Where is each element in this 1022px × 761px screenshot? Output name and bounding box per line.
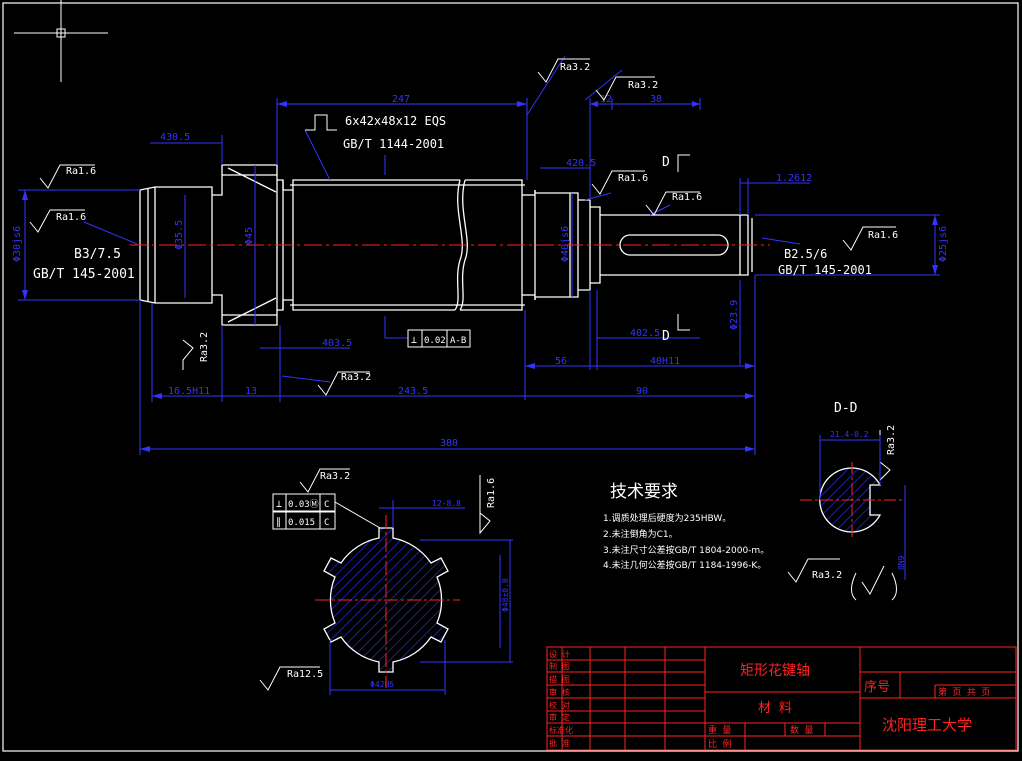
tech-item-2: 2.未注倒角为C1。 xyxy=(603,528,678,540)
tb-row-7: 批 准 xyxy=(549,738,570,748)
sec-tol-datum-1: C xyxy=(324,500,329,510)
section-mark-bottom: D xyxy=(662,329,670,344)
roughness-symbols xyxy=(29,58,896,691)
dim-402: 402.5 xyxy=(630,328,660,339)
center-hole-right-line1: B2.5/6 xyxy=(784,247,827,261)
tech-title: 技术要求 xyxy=(610,482,678,502)
spline-section: 12-8.8 Φ48±0.8 Φ42H5 ⊥ 0.03Ⓜ C ∥ 0.015 C xyxy=(272,493,513,695)
ra-5: Ra1.6 xyxy=(618,173,648,184)
dim-420: 420.5 xyxy=(566,158,596,169)
ra-2: Ra1.6 xyxy=(56,212,86,223)
ra-6: Ra1.6 xyxy=(672,192,702,203)
tech-requirements: 技术要求 1.调质处理后硬度为235HBW。 2.未注倒角为C1。 3.未注尺寸… xyxy=(603,482,769,571)
tb-row-5: 审 定 xyxy=(549,712,570,722)
dim-243: 243.5 xyxy=(398,386,428,397)
tol-value: 0.02 xyxy=(424,336,446,346)
ra-4: Ra3.2 xyxy=(628,80,658,91)
ra-3: Ra3.2 xyxy=(560,62,590,73)
tech-item-1: 1.调质处理后硬度为235HBW。 xyxy=(603,512,731,524)
tb-university: 沈阳理工大学 xyxy=(882,716,972,734)
tb-weight: 重 量 xyxy=(708,724,731,736)
center-hole-right-line2: GB/T 145-2001 xyxy=(778,263,872,277)
dim-phi-right: Φ25js6 xyxy=(938,226,949,262)
crosshair-cursor-icon xyxy=(14,0,108,82)
tb-row-3: 审 核 xyxy=(549,687,570,697)
dim-56: 56 xyxy=(555,356,567,367)
tb-row-1: 制 图 xyxy=(549,661,570,671)
tb-row-4: 校 对 xyxy=(549,700,570,710)
spline-spec-line2: GB/T 1144-2001 xyxy=(343,137,444,151)
ra-7: Ra1.6 xyxy=(868,230,898,241)
sec-tol-datum-2: C xyxy=(324,518,329,528)
tb-scale: 比 例 xyxy=(708,738,731,750)
dim-430: 430.5 xyxy=(160,132,190,143)
tol-datum: A-B xyxy=(450,336,466,346)
dim-dd-v: 8N9 xyxy=(897,555,906,570)
tolerance-frame: ⊥ 0.02 A-B xyxy=(407,329,471,348)
dim-380: 380 xyxy=(440,438,458,449)
dim-phi-left: Φ30js6 xyxy=(12,226,23,262)
dd-section: 21.4-0.2 8N9 xyxy=(800,430,906,601)
dim-13: 13 xyxy=(245,386,257,397)
sec-tol-sym-2: ∥ xyxy=(276,517,281,528)
tb-part-name: 矩形花键轴 xyxy=(740,663,810,679)
dim-dd: 21.4-0.2 xyxy=(830,430,869,439)
dim-1-2612: 1.2612 xyxy=(776,173,812,184)
center-hole-left-line2: GB/T 145-2001 xyxy=(33,267,135,282)
dim-phi23: Φ23.9 xyxy=(729,300,740,330)
ra-13: Ra3.2 xyxy=(886,425,897,455)
dim-12: 12 xyxy=(600,94,612,105)
tb-row-6: 标准化 xyxy=(549,725,573,735)
ra-14: Ra3.2 xyxy=(812,570,842,581)
tb-sheet: 第 页 共 页 xyxy=(938,686,990,698)
dim-phi-c: Φ42H5 xyxy=(370,680,394,689)
tb-serial: 序号 xyxy=(864,680,890,695)
sec-tol-val-1: 0.03Ⓜ xyxy=(288,499,319,510)
dimension-arrows xyxy=(22,101,938,452)
tb-material: 材 料 xyxy=(758,701,792,716)
ra-9: Ra3.2 xyxy=(199,332,210,362)
section-dd-title: D-D xyxy=(834,401,858,416)
dim-90: 90 xyxy=(636,386,648,397)
ra-12: Ra12.5 xyxy=(287,669,323,680)
title-block xyxy=(546,646,1017,751)
tech-item-3: 3.未注尺寸公差按GB/T 1804-2000-m。 xyxy=(603,544,769,556)
dim-phi-b: Φ48±0.8 xyxy=(501,578,510,612)
annotations: 6x42x48x12 EQS GB/T 1144-2001 B3/7.5 GB/… xyxy=(33,114,872,416)
tech-item-4: 4.未注几何公差按GB/T 1184-1996-K。 xyxy=(603,559,766,571)
ra-1: Ra1.6 xyxy=(66,166,96,177)
ra-8: Ra3.2 xyxy=(341,372,371,383)
spline-spec-line1: 6x42x48x12 EQS xyxy=(345,114,446,128)
tb-row-2: 描 图 xyxy=(549,674,570,684)
title-block-texts: 设 计 制 图 描 图 审 核 校 对 审 定 标准化 批 准 矩形花键轴 材 … xyxy=(549,649,990,750)
tb-qty: 数 量 xyxy=(790,724,813,736)
dim-40h11: 40H11 xyxy=(650,356,680,367)
tol-symbol: ⊥ xyxy=(411,335,417,346)
section-mark-top: D xyxy=(662,155,670,170)
dimension-texts: 247 12 38 430.5 420.5 Φ30js6 Φ35.5 Φ45 Φ… xyxy=(12,94,949,449)
dim-phi-mid: Φ40js6 xyxy=(560,226,571,262)
dim-phi45: Φ45 xyxy=(244,227,255,245)
sec-tol-val-2: 0.015 xyxy=(288,518,315,528)
dim-38: 38 xyxy=(650,94,662,105)
dim-247: 247 xyxy=(392,94,410,105)
tb-row-0: 设 计 xyxy=(549,649,570,659)
center-hole-left-line1: B3/7.5 xyxy=(74,247,121,262)
dim-12-8: 12-8.8 xyxy=(432,499,461,508)
roughness-labels: Ra1.6 Ra1.6 Ra3.2 Ra3.2 Ra1.6 Ra1.6 Ra1.… xyxy=(56,62,898,680)
section-marks xyxy=(305,114,690,331)
sec-tol-sym-1: ⊥ xyxy=(276,499,282,510)
dim-16: 16.5H11 xyxy=(168,386,210,397)
ra-11: Ra1.6 xyxy=(486,478,497,508)
dim-403: 403.5 xyxy=(322,338,352,349)
dim-phi35: Φ35.5 xyxy=(174,220,185,250)
ra-10: Ra3.2 xyxy=(320,471,350,482)
